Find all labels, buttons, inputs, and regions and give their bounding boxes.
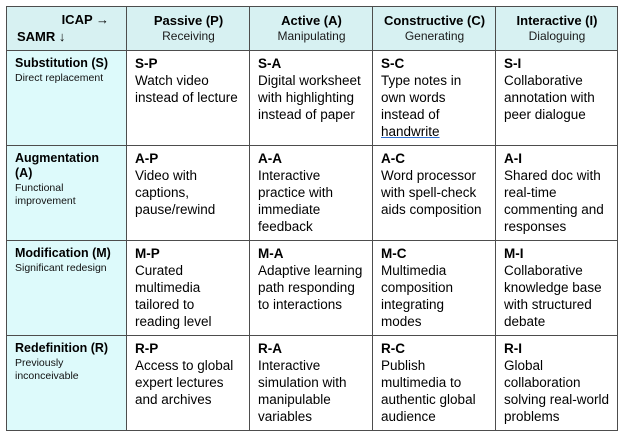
- cell-code: S-P: [135, 56, 158, 71]
- cell-m-a: M-A Adaptive learning path responding to…: [249, 240, 373, 336]
- cell-text: Collaborative annotation with peer dialo…: [504, 73, 595, 122]
- row-header-subtitle: Functional improvement: [15, 182, 76, 207]
- row-header-subtitle: Previously inconceivable: [15, 357, 79, 382]
- cell-text: Curated multimedia tailored to reading l…: [135, 263, 212, 329]
- cell-code: R-C: [381, 341, 405, 356]
- cell-s-a: S-A Digital worksheet with highlighting …: [249, 50, 373, 146]
- icap-axis-label: ICAP →: [61, 12, 109, 27]
- cell-text: Shared doc with real-time commenting and…: [504, 168, 604, 234]
- column-header-passive: Passive (P) Receiving: [126, 6, 250, 51]
- cell-text: Multimedia composition integrating modes: [381, 263, 454, 329]
- cell-text: Adaptive learning path responding to int…: [258, 263, 363, 312]
- cell-s-p: S-P Watch video instead of lecture: [126, 50, 250, 146]
- column-header-active: Active (A) Manipulating: [249, 6, 373, 51]
- cell-code: M-C: [381, 246, 407, 261]
- column-header-interactive: Interactive (I) Dialoguing: [495, 6, 618, 51]
- cell-a-p: A-P Video with captions, pause/rewind: [126, 145, 250, 241]
- column-header-title: Passive (P): [153, 12, 224, 28]
- cell-text-plain: Type notes in own words instead of: [381, 73, 462, 122]
- row-header-title: Augmentation (A): [15, 151, 100, 180]
- samr-axis-label: SAMR ↓: [17, 29, 66, 44]
- cell-text: Type notes in own words instead of handw…: [381, 72, 488, 140]
- cell-s-i: S-I Collaborative annotation with peer d…: [495, 50, 618, 146]
- cell-code: R-I: [504, 341, 522, 356]
- column-header-subtitle: Generating: [404, 28, 465, 43]
- cell-code: M-A: [258, 246, 284, 261]
- cell-text: Interactive practice with immediate feed…: [258, 168, 334, 234]
- table-row: Modification (M) Significant redesign M-…: [6, 240, 618, 336]
- row-header-title: Modification (M): [15, 246, 111, 260]
- table-row: Redefinition (R) Previously inconceivabl…: [6, 335, 618, 431]
- row-header-redefinition: Redefinition (R) Previously inconceivabl…: [6, 335, 127, 431]
- samr-icap-matrix-container: ICAP → SAMR ↓ Passive (P) Receiving Acti…: [6, 6, 618, 431]
- row-header-augmentation: Augmentation (A) Functional improvement: [6, 145, 127, 241]
- misspelled-word[interactable]: handwrite: [381, 124, 440, 139]
- column-header-subtitle: Dialoguing: [528, 28, 586, 43]
- row-header-subtitle: Significant redesign: [15, 262, 107, 274]
- cell-code: A-I: [504, 151, 522, 166]
- row-header-modification: Modification (M) Significant redesign: [6, 240, 127, 336]
- cell-a-i: A-I Shared doc with real-time commenting…: [495, 145, 618, 241]
- cell-m-c: M-C Multimedia composition integrating m…: [372, 240, 496, 336]
- cell-code: A-C: [381, 151, 405, 166]
- cell-code: S-C: [381, 56, 405, 71]
- cell-code: M-I: [504, 246, 524, 261]
- row-header-title: Substitution (S): [15, 56, 109, 70]
- cell-text: Word processor with spell-check aids com…: [381, 168, 482, 217]
- row-header-substitution: Substitution (S) Direct replacement: [6, 50, 127, 146]
- row-header-title: Redefinition (R): [15, 341, 109, 355]
- cell-m-i: M-I Collaborative knowledge base with st…: [495, 240, 618, 336]
- samr-icap-matrix-table: ICAP → SAMR ↓ Passive (P) Receiving Acti…: [6, 6, 618, 431]
- cell-text: Watch video instead of lecture: [135, 73, 238, 105]
- table-row: Augmentation (A) Functional improvement …: [6, 145, 618, 241]
- cell-text: Access to global expert lectures and arc…: [135, 358, 234, 407]
- cell-s-c: S-C Type notes in own words instead of h…: [372, 50, 496, 146]
- cell-text: Video with captions, pause/rewind: [135, 168, 216, 217]
- cell-text: Publish multimedia to authentic global a…: [381, 358, 476, 424]
- cell-code: R-A: [258, 341, 282, 356]
- cell-r-c: R-C Publish multimedia to authentic glob…: [372, 335, 496, 431]
- cell-r-p: R-P Access to global expert lectures and…: [126, 335, 250, 431]
- table-row: Substitution (S) Direct replacement S-P …: [6, 50, 618, 146]
- column-header-subtitle: Receiving: [162, 28, 215, 43]
- cell-r-i: R-I Global collaboration solving real-wo…: [495, 335, 618, 431]
- cell-code: A-A: [258, 151, 282, 166]
- column-header-title: Interactive (I): [516, 12, 598, 28]
- table-header-row: ICAP → SAMR ↓ Passive (P) Receiving Acti…: [6, 6, 618, 51]
- cell-code: A-P: [135, 151, 159, 166]
- cell-code: S-I: [504, 56, 522, 71]
- matrix-corner-cell: ICAP → SAMR ↓: [6, 6, 127, 51]
- column-header-title: Active (A): [281, 12, 342, 28]
- column-header-subtitle: Manipulating: [277, 28, 346, 43]
- cell-m-p: M-P Curated multimedia tailored to readi…: [126, 240, 250, 336]
- cell-code: S-A: [258, 56, 282, 71]
- column-header-constructive: Constructive (C) Generating: [372, 6, 496, 51]
- cell-text: Interactive simulation with manipulable …: [258, 358, 347, 424]
- cell-code: R-P: [135, 341, 159, 356]
- row-header-subtitle: Direct replacement: [15, 72, 104, 84]
- cell-text: Global collaboration solving real-world …: [504, 358, 610, 424]
- cell-a-a: A-A Interactive practice with immediate …: [249, 145, 373, 241]
- cell-a-c: A-C Word processor with spell-check aids…: [372, 145, 496, 241]
- cell-r-a: R-A Interactive simulation with manipula…: [249, 335, 373, 431]
- cell-text: Collaborative knowledge base with struct…: [504, 263, 602, 329]
- cell-text: Digital worksheet with highlighting inst…: [258, 73, 361, 122]
- column-header-title: Constructive (C): [383, 12, 486, 28]
- cell-code: M-P: [135, 246, 160, 261]
